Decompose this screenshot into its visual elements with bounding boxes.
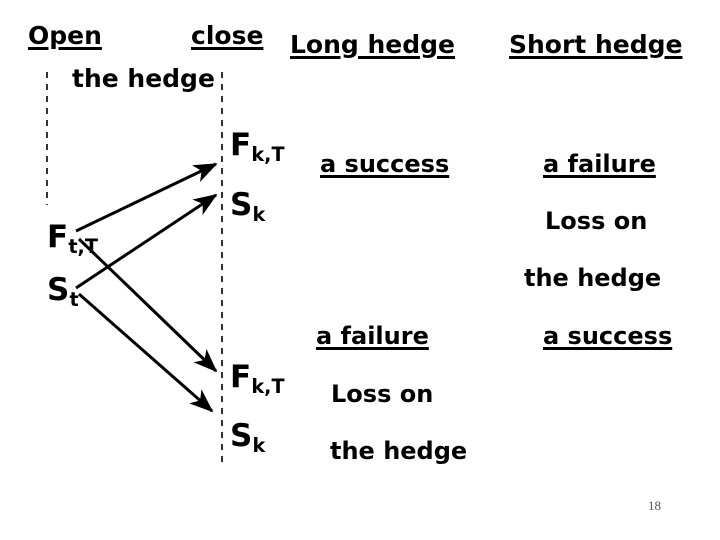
price-base: S [47, 272, 70, 308]
price-subscript: t,T [68, 234, 98, 258]
price-label-top-spot: Sk [230, 187, 265, 224]
column-header-long-hedge: Long hedge [290, 30, 456, 59]
page-number: 18 [648, 498, 661, 513]
outcome-top-long-verdict: a success [320, 150, 450, 178]
price-subscript: k,T [251, 374, 285, 398]
the-hedge-label: the hedge [72, 64, 215, 93]
price-label-bottom-spot: Sk [230, 418, 265, 455]
price-base: S [230, 418, 253, 454]
price-label-left-spot: St [47, 272, 79, 309]
price-base: F [230, 359, 252, 395]
open-hedge-label: Open [28, 21, 102, 50]
outcome-bottom-long-note-line1: Loss on [331, 380, 434, 408]
price-subscript: k [252, 202, 266, 226]
forward-up-arrow [75, 162, 218, 233]
price-subscript: k [252, 433, 266, 457]
forward-down-arrow [77, 237, 218, 373]
price-subscript: t [69, 287, 79, 311]
spot-down-arrow [78, 292, 214, 413]
price-label-bottom-forward: Fk,T [230, 359, 285, 396]
outcome-bottom-long-note-line2: the hedge [330, 437, 468, 465]
price-base: F [47, 219, 69, 255]
outcome-top-short-verdict: a failure [543, 150, 656, 178]
price-label-top-forward: Fk,T [230, 127, 285, 164]
price-subscript: k,T [251, 142, 285, 166]
price-label-left-forward: Ft,T [47, 219, 98, 256]
spot-up-arrow [75, 193, 218, 290]
close-hedge-label: close [191, 21, 264, 50]
outcome-top-short-note-line1: Loss on [545, 207, 648, 235]
price-base: S [230, 187, 253, 223]
column-header-short-hedge: Short hedge [509, 30, 683, 59]
outcome-top-short-note-line2: the hedge [524, 264, 662, 292]
outcome-bottom-long-verdict: a failure [316, 322, 429, 350]
outcome-bottom-short-verdict: a success [543, 322, 673, 350]
price-base: F [230, 127, 252, 163]
